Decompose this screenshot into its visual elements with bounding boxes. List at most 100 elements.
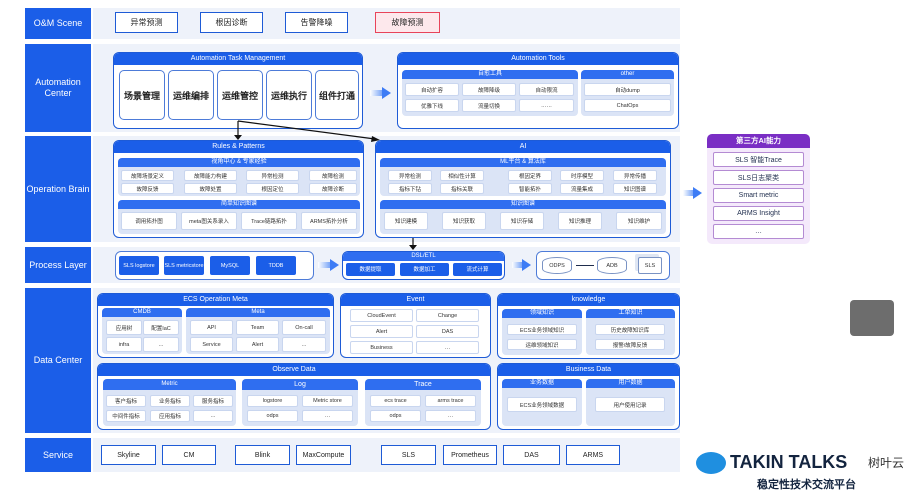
log-item: logstore xyxy=(247,395,298,407)
cmdb-item: 应用树 xyxy=(106,320,142,335)
event-item: Change xyxy=(416,309,479,322)
cmdb-item: infra xyxy=(106,337,142,352)
logo-sub: 树叶云 xyxy=(868,456,905,470)
row-label-automation: Automation Center xyxy=(25,44,91,132)
subpanel-title: 简单知识图谱 xyxy=(118,200,360,209)
service-skyline: Skyline xyxy=(101,445,156,465)
ml-item: 根因定界 xyxy=(508,170,552,181)
tool-item: …… xyxy=(519,99,574,112)
service-arms: ARMS xyxy=(566,445,620,465)
panel-title: Event xyxy=(341,294,490,306)
rule-kg-item: meta图关系录入 xyxy=(181,212,237,230)
subpanel-title: 领域知识 xyxy=(502,309,582,318)
meta-item: Service xyxy=(190,337,233,352)
meta-item: Team xyxy=(236,320,279,335)
subpanel-title: 工单知识 xyxy=(586,309,675,318)
panel-title: Automation Task Management xyxy=(114,53,362,65)
third-ai-item: SLS 智能Trace xyxy=(713,152,804,167)
panel-title: AI xyxy=(376,141,670,153)
rule-kg-item: 调用拓扑图 xyxy=(121,212,177,230)
subpanel-title: Meta xyxy=(186,308,330,317)
task-item: 运维编排 xyxy=(168,70,214,120)
rule-item: 根因定位 xyxy=(246,183,299,194)
rule-item: 故障诊断 xyxy=(309,183,357,194)
kg-item: 知识维护 xyxy=(616,212,662,230)
kg-item: 知识存储 xyxy=(500,212,544,230)
trace-item: arms trace xyxy=(425,395,476,407)
database-icon-adb: ADB xyxy=(597,257,627,274)
trace-item: ecs trace xyxy=(370,395,421,407)
ml-item: 指标关联 xyxy=(440,183,484,194)
ml-item: 时序模型 xyxy=(560,170,604,181)
row-label-service: Service xyxy=(25,438,91,472)
scene-alert-denoise: 告警降噪 xyxy=(285,12,348,33)
ml-item: 智能拓扑 xyxy=(508,183,552,194)
arrow-right-icon xyxy=(693,187,702,199)
subpanel-title: 自愈工具 xyxy=(402,70,578,79)
third-ai-item: SLS日志聚类 xyxy=(713,170,804,185)
knowledge-item: 运维领域知识 xyxy=(507,339,577,350)
metric-item: 客户指标 xyxy=(106,395,146,407)
tool-item: 流量切换 xyxy=(462,99,516,112)
panel-title: knowledge xyxy=(498,294,679,306)
task-item: 运维执行 xyxy=(266,70,312,120)
tool-item: ChatOps xyxy=(584,99,671,112)
tool-item: 自动扩容 xyxy=(405,83,459,96)
rule-item: 故障反馈 xyxy=(121,183,174,194)
panel-title: 第三方AI能力 xyxy=(707,134,810,148)
metric-item: 应用指标 xyxy=(150,410,190,422)
event-item: Alert xyxy=(350,325,413,338)
ml-item: 流量集成 xyxy=(560,183,604,194)
metric-item: … xyxy=(193,410,233,422)
service-das: DAS xyxy=(503,445,560,465)
video-play-overlay[interactable] xyxy=(850,300,894,336)
third-ai-item: … xyxy=(713,224,804,239)
subpanel-title: 业务数据 xyxy=(502,379,582,388)
user-item: 用户使用记录 xyxy=(595,397,665,412)
log-item: odps xyxy=(247,410,298,422)
rule-kg-item: Trace链路拓扑 xyxy=(241,212,297,230)
scene-anomaly-prediction: 异常预测 xyxy=(115,12,178,33)
logo-brand: TAKIN TALKS xyxy=(730,452,848,472)
flow-arrow xyxy=(512,262,522,268)
row-label-process: Process Layer xyxy=(25,247,91,283)
ml-item: 知识图谱 xyxy=(613,183,657,194)
service-blink: Blink xyxy=(235,445,290,465)
arrow-right-icon xyxy=(330,259,339,271)
third-ai-item: ARMS Insight xyxy=(713,206,804,221)
biz-item: ECS业务领域数据 xyxy=(507,397,577,412)
metric-item: 中间件指标 xyxy=(106,410,146,422)
knowledge-item: 报警/故障反馈 xyxy=(595,339,665,350)
rule-item: 异常检测 xyxy=(246,170,299,181)
kg-item: 知识推理 xyxy=(558,212,602,230)
row-label-brain: Operation Brain xyxy=(25,136,91,242)
ml-item: 异常检测 xyxy=(388,170,432,181)
ml-item: 异常传播 xyxy=(613,170,657,181)
arrow-right-icon xyxy=(382,87,391,99)
meta-item: API xyxy=(190,320,233,335)
scene-fault-prediction: 故障预测 xyxy=(375,12,440,33)
third-ai-item: Smart metric xyxy=(713,188,804,203)
event-item: DAS xyxy=(416,325,479,338)
etl-item: 数据提取 xyxy=(346,263,395,276)
ml-item: 指标下钻 xyxy=(388,183,432,194)
meta-item: Alert xyxy=(236,337,279,352)
service-cm: CM xyxy=(162,445,216,465)
tool-item: 故障降级 xyxy=(462,83,516,96)
event-item: … xyxy=(416,341,479,354)
subpanel-title: 用户数据 xyxy=(586,379,675,388)
row-label-data: Data Center xyxy=(25,288,91,433)
tool-item: 自动dump xyxy=(584,83,671,96)
rule-item: 故障能力构建 xyxy=(184,170,237,181)
metric-item: 业务指标 xyxy=(150,395,190,407)
panel-title: Business Data xyxy=(498,364,679,376)
etl-item: 流式计算 xyxy=(453,263,502,276)
source-item: SLS metricstore xyxy=(164,256,204,275)
source-item: MySQL xyxy=(210,256,250,275)
etl-item: 数据加工 xyxy=(400,263,449,276)
metric-item: 服务指标 xyxy=(193,395,233,407)
tool-item: 自动限流 xyxy=(519,83,574,96)
cmdb-item: 配置IaC xyxy=(143,320,179,335)
kg-item: 知识建模 xyxy=(384,212,428,230)
kg-item: 知识获取 xyxy=(442,212,486,230)
